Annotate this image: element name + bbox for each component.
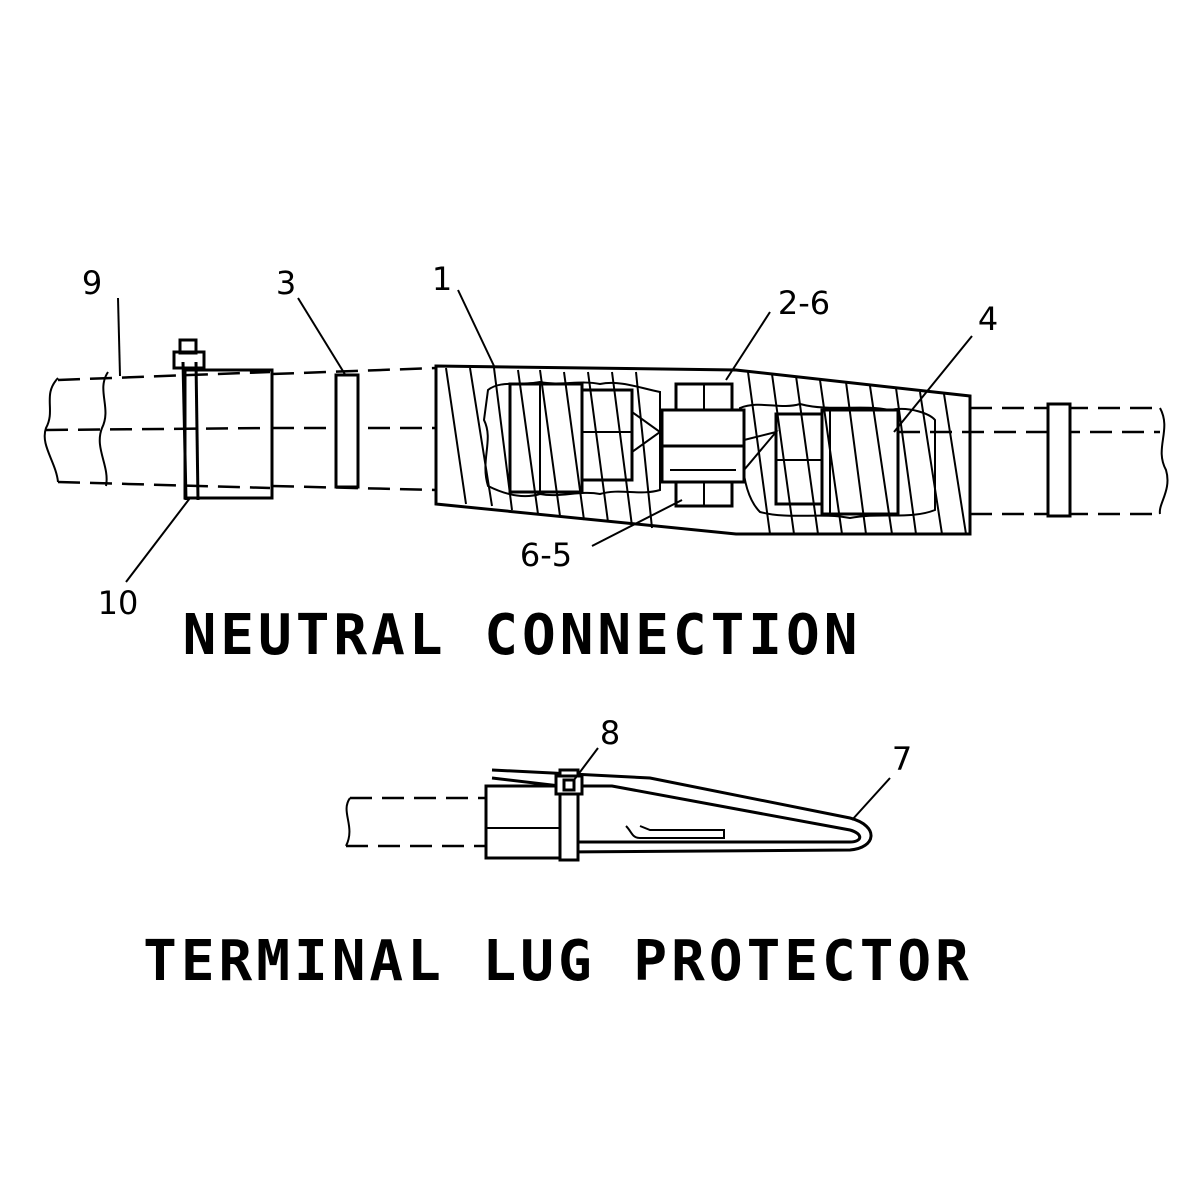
callout-9: 9 — [82, 264, 102, 302]
callout-7: 7 — [892, 740, 912, 778]
callout-4: 4 — [978, 300, 998, 338]
left-cable — [43, 370, 271, 490]
callout-3: 3 — [276, 264, 296, 302]
protector-boot-7 — [491, 768, 873, 854]
callout-2-6: 2-6 — [778, 284, 830, 322]
callout-1: 1 — [432, 260, 452, 298]
bolt-assembly — [660, 382, 746, 508]
right-lug — [743, 408, 900, 516]
right-band — [1046, 402, 1072, 518]
callout-8: 8 — [600, 714, 620, 752]
cable-tie-10 — [172, 338, 206, 501]
band-3 — [334, 373, 360, 489]
callout-10: 10 — [98, 584, 139, 622]
callout-6-5: 6-5 — [520, 536, 572, 574]
lug-body — [484, 784, 564, 860]
insulating-sleeve-1 — [434, 364, 972, 536]
cable-tie-8 — [554, 768, 584, 862]
left-lug — [508, 382, 662, 494]
leader-lines — [117, 289, 973, 583]
neutral-connection-figure: 9 3 1 2-6 4 6-5 10 NEUTRAL CONNECTION — [43, 260, 1169, 668]
terminal-lug-protector-figure: 8 7 TERMINAL LUG PROTECTOR — [143, 714, 973, 994]
neutral-connection-title: NEUTRAL CONNECTION — [183, 603, 862, 668]
terminal-lug-protector-title: TERMINAL LUG PROTECTOR — [143, 929, 973, 994]
right-cable — [898, 406, 1169, 516]
